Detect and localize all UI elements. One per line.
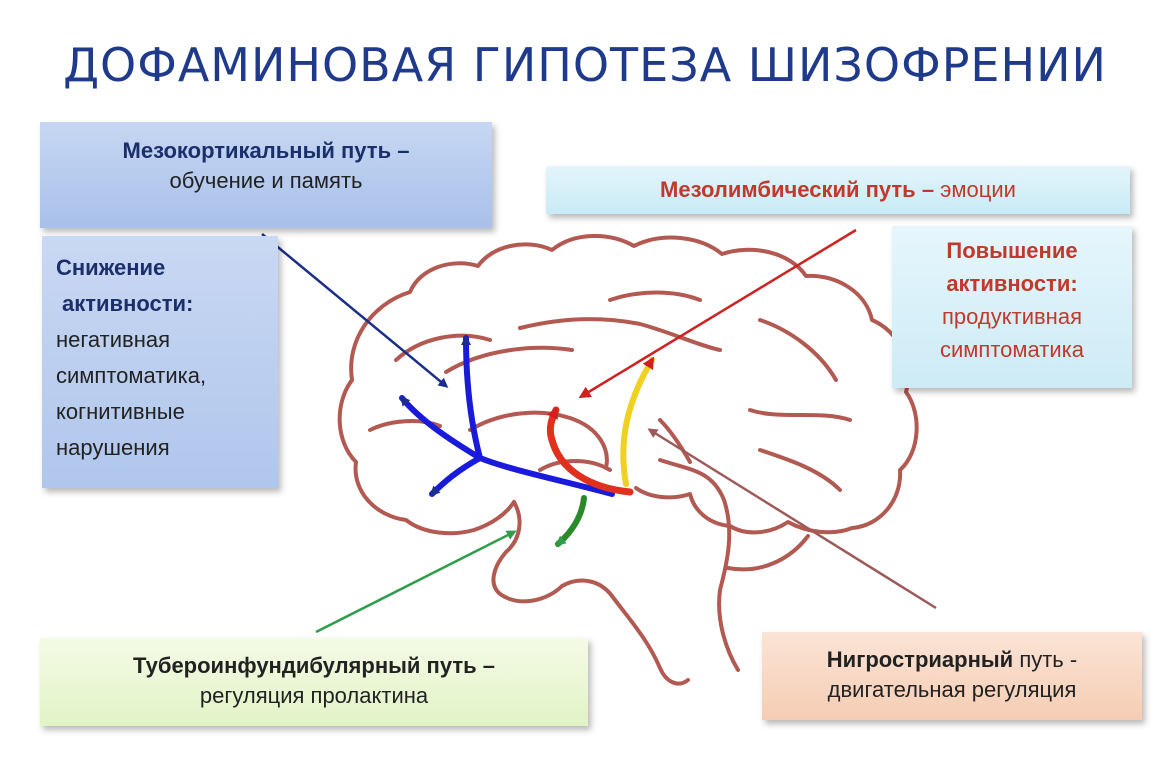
decrease-line-4: нарушения <box>56 435 170 460</box>
nigro-name-suffix: путь - <box>1013 647 1078 672</box>
pointer-mesolimbic <box>578 228 857 399</box>
nigro-name: Нигростриарный <box>826 647 1014 672</box>
mesolimbic-box: Мезолимбический путь – эмоции <box>546 166 1130 214</box>
increase-line-2: симптоматика <box>940 337 1084 362</box>
decrease-line-3: когнитивные <box>56 399 185 424</box>
page-title: ДОФАМИНОВАЯ ГИПОТЕЗА ШИЗОФРЕНИИ <box>63 38 1107 92</box>
brain-outline <box>337 234 919 686</box>
mesolimbic-function: эмоции <box>934 177 1016 202</box>
decrease-line-2: симптоматика, <box>56 363 207 388</box>
nigro-function: двигательная регуляция <box>827 677 1077 702</box>
mesocortical-name: Мезокортикальный путь – <box>122 138 410 163</box>
pointer-tuberoinfundibular <box>315 530 517 634</box>
decrease-activity-box: Снижение активности: негативная симптома… <box>42 236 278 488</box>
mesolimbic-pathway <box>546 406 634 496</box>
tuberoinfundibular-box: Тубероинфундибулярный путь – регуляция п… <box>40 638 588 726</box>
mesocortical-box: Мезокортикальный путь – обучение и памят… <box>40 122 492 228</box>
pointer-mesocortical <box>261 233 449 388</box>
decrease-heading-2: активности: <box>62 291 194 316</box>
increase-heading-1: Повышение <box>946 238 1078 263</box>
decrease-heading-1: Снижение <box>56 255 166 280</box>
nigrostriatal-pathway <box>620 356 655 487</box>
mesocortical-pathway <box>399 335 615 497</box>
tubero-function: регуляция пролактина <box>199 683 429 708</box>
decrease-line-1: негативная <box>56 327 171 352</box>
increase-line-1: продуктивная <box>942 304 1082 329</box>
tubero-name: Тубероинфундибулярный путь – <box>133 653 495 678</box>
mesolimbic-name: Мезолимбический путь – <box>660 177 935 202</box>
nigrostriatal-box: Нигростриарный путь - двигательная регул… <box>762 632 1142 720</box>
increase-activity-box: Повышение активности: продуктивная симпт… <box>892 226 1132 388</box>
mesocortical-function: обучение и память <box>169 168 363 193</box>
pointer-nigrostriatal <box>647 428 937 610</box>
increase-heading-2: активности: <box>946 271 1078 296</box>
tuberoinfundibular-pathway <box>555 495 587 547</box>
